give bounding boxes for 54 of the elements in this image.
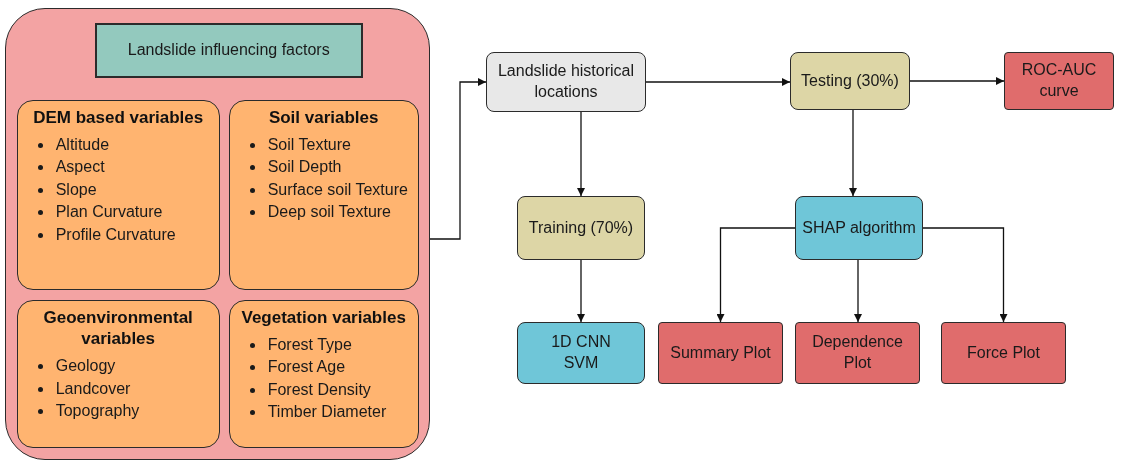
arrow <box>909 77 1005 85</box>
list-item: Profile Curvature <box>55 224 176 245</box>
category-box <box>228 99 419 290</box>
title-box <box>94 22 363 78</box>
list-item: Landcover <box>55 378 131 399</box>
output-box <box>1004 52 1114 110</box>
list-item: Soil Depth <box>267 157 342 178</box>
output-box <box>795 322 920 384</box>
arrow <box>922 227 1008 323</box>
box-heading: DEM based variables <box>32 106 205 128</box>
arrow <box>849 109 857 197</box>
process-box <box>517 196 645 260</box>
model-box <box>517 322 645 384</box>
arrow <box>645 78 791 86</box>
process-box <box>486 52 646 112</box>
arrow <box>716 227 796 323</box>
list-item: Forest Density <box>267 379 371 400</box>
list-item: Forest Type <box>267 334 352 355</box>
list-item: Surface soil Texture <box>267 179 408 200</box>
category-box <box>16 299 220 448</box>
box-label: Force Plot <box>967 342 1040 363</box>
list-item: Altitude <box>55 134 110 155</box>
output-box <box>941 322 1066 384</box>
arrow <box>854 259 862 323</box>
box-label: 1D CNN SVM <box>550 332 612 373</box>
output-box <box>658 322 783 384</box>
box-label: Dependence Plot <box>811 332 904 373</box>
list-item: Deep soil Texture <box>267 202 391 223</box>
list-item: Slope <box>55 179 97 200</box>
box-label: Training (70%) <box>528 217 634 238</box>
list-item: Geology <box>55 356 116 377</box>
box-label: ROC-AUC curve <box>1020 60 1098 101</box>
process-box <box>795 196 923 260</box>
box-heading: Geoenvironmental variables <box>42 306 194 350</box>
box-heading: Soil variables <box>267 106 380 128</box>
list-item: Aspect <box>55 157 105 178</box>
list-item: Topography <box>55 400 140 421</box>
box-label: Testing (30%) <box>801 70 899 91</box>
category-box <box>16 99 220 290</box>
arrow <box>429 78 487 240</box>
category-box <box>228 299 419 448</box>
group-panel <box>5 8 430 460</box>
arrow <box>577 259 585 323</box>
list-item: Soil Texture <box>267 134 351 155</box>
list-item: Forest Age <box>267 357 346 378</box>
box-label: Landslide historical locations <box>496 61 636 102</box>
list-item: Plan Curvature <box>55 202 163 223</box>
box-label: Landslide influencing factors <box>127 39 330 60</box>
process-box <box>790 52 910 110</box>
box-label: SHAP algorithm <box>802 217 916 238</box>
box-label: Summary Plot <box>670 342 771 363</box>
list-item: Timber Diameter <box>267 402 387 423</box>
box-heading: Vegetation variables <box>240 306 407 328</box>
arrow <box>577 111 585 197</box>
